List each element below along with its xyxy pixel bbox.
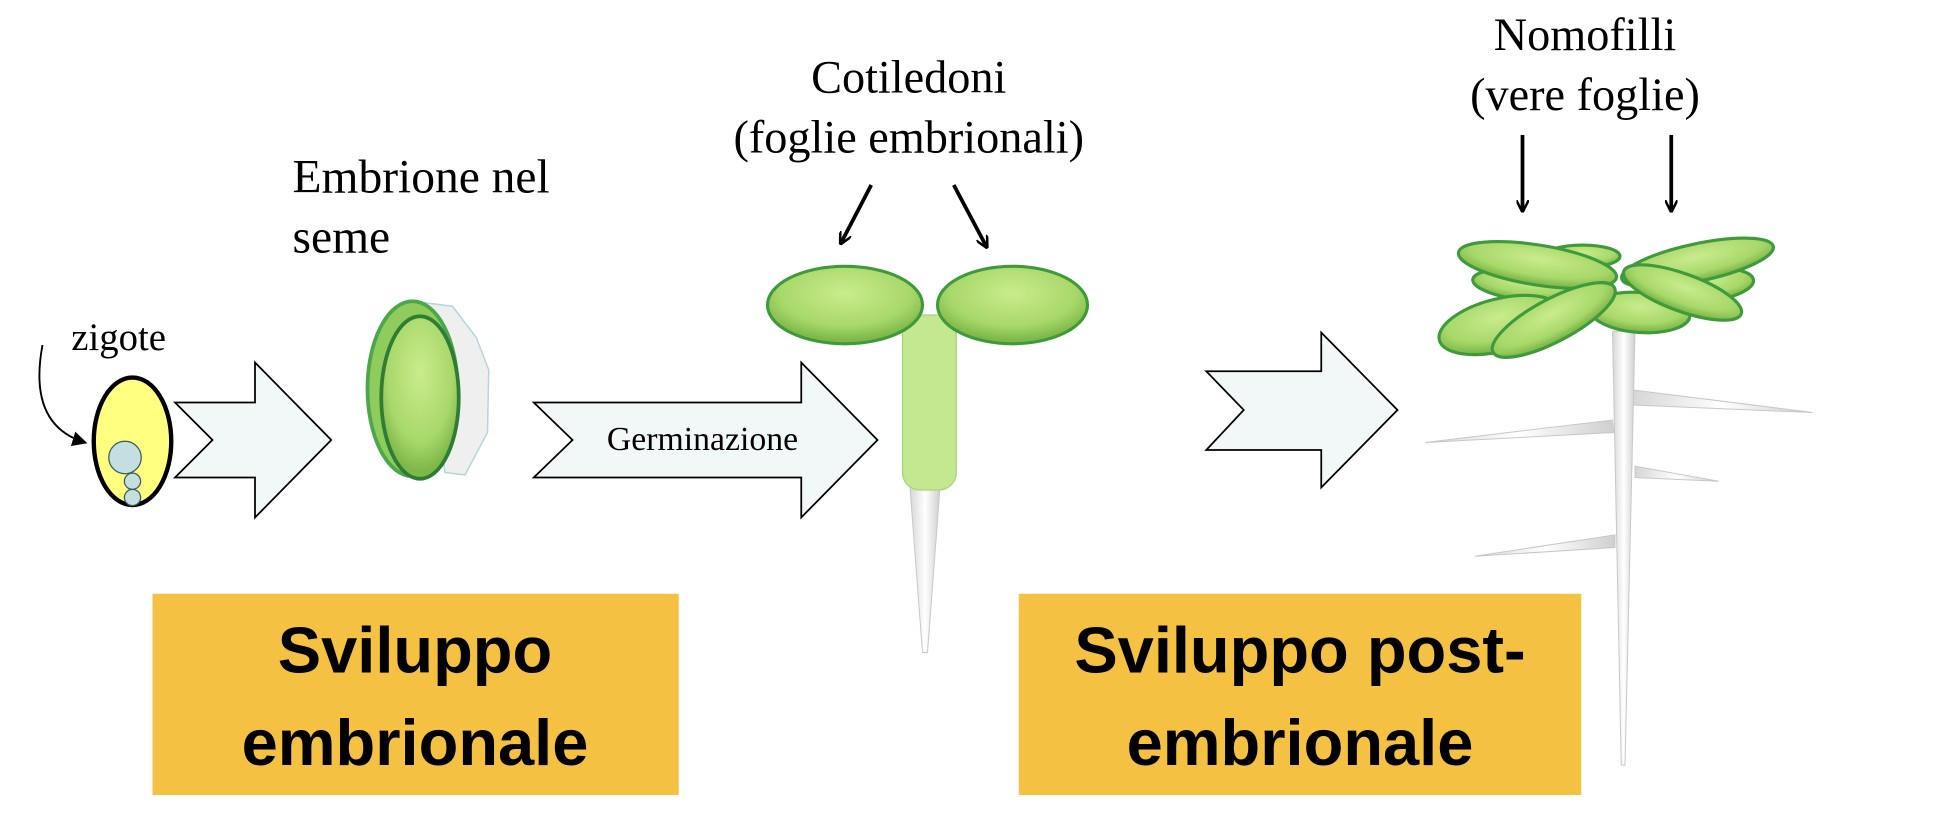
embryo-front-cotyledon: [379, 314, 461, 481]
box-sviluppo-embrionale: Sviluppo embrionale: [152, 593, 679, 795]
zygote-inner-cell: [123, 472, 142, 490]
seedling: Cotiledoni (foglie embrionali): [733, 53, 1090, 653]
box-title-line2: embrionale: [242, 706, 589, 779]
box-background: [152, 593, 679, 795]
main-root: [1611, 330, 1636, 766]
box-title-line1: Sviluppo post-: [1074, 614, 1525, 687]
arrow-down-right-icon: [952, 184, 987, 246]
germination-arrow: Germinazione: [531, 360, 879, 520]
cotiledoni-label-line1: Cotiledoni: [811, 53, 1006, 104]
leaf: [1490, 281, 1617, 359]
lateral-root: [1632, 389, 1813, 413]
leaf: [1621, 263, 1744, 322]
nomofilli-label-line1: Nomofilli: [1494, 10, 1676, 61]
lateral-root: [1474, 534, 1616, 557]
embrione-label-line1: Embrione nel: [293, 152, 550, 204]
mature-plant: Nomofilli (vere foglie): [1424, 10, 1813, 766]
embrione-label-line2: seme: [293, 212, 391, 264]
box-title-line2: embrionale: [1127, 706, 1474, 779]
box-background: [1018, 593, 1582, 795]
curved-arrow-icon: [38, 344, 88, 447]
seedling-root: [909, 487, 941, 653]
cotiledoni-label-line2: (foglie embrionali): [733, 113, 1084, 164]
block-arrow-3: [1204, 330, 1399, 490]
cotyledon-left: [765, 264, 925, 346]
block-arrow-1: [172, 360, 333, 520]
zygote-inner-cell: [123, 488, 142, 507]
cotyledon-right: [935, 264, 1090, 346]
lateral-root: [1634, 465, 1719, 482]
zygote-group: zigote: [38, 316, 174, 508]
block-arrow-2: [531, 360, 879, 520]
arrow-down-left-icon: [841, 184, 873, 243]
lateral-root: [1424, 419, 1615, 443]
embryo-in-seed: Embrione nel seme: [293, 152, 550, 481]
hypocotyl: [901, 314, 957, 491]
zygote-inner-cell: [108, 440, 142, 475]
nomofilli-label-line2: (vere foglie): [1470, 70, 1700, 121]
leaf: [1456, 240, 1619, 290]
zigote-label: zigote: [71, 316, 166, 359]
box-sviluppo-post-embrionale: Sviluppo post- embrionale: [1018, 593, 1582, 795]
box-title-line1: Sviluppo: [278, 614, 552, 687]
germinazione-label: Germinazione: [607, 421, 798, 458]
